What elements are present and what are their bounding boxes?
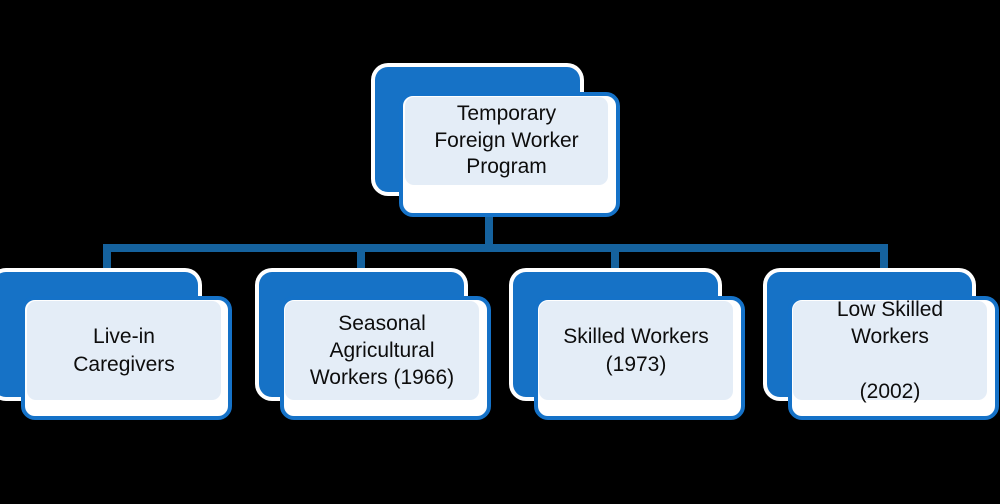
node-seasonal-agricultural-workers[interactable]: Seasonal Agricultural Workers (1966) — [259, 272, 495, 424]
node-temporary-foreign-worker-program[interactable]: Temporary Foreign Worker Program — [375, 67, 620, 217]
node-label: Low Skilled Workers (2002) — [836, 297, 944, 403]
node-label: Seasonal Agricultural Workers (1966) — [309, 311, 455, 390]
node-text-panel: Temporary Foreign Worker Program — [405, 97, 608, 185]
connector-drop-child-1 — [103, 244, 111, 278]
node-low-skilled-workers[interactable]: Low Skilled Workers (2002) — [767, 272, 1000, 424]
node-text-panel: Live-in Caregivers — [27, 301, 221, 400]
node-label: Live-in Caregivers — [73, 325, 175, 376]
node-label: Skilled Workers (1973) — [563, 325, 709, 376]
connector-drop-child-4 — [880, 244, 888, 278]
node-text-panel: Skilled Workers (1973) — [539, 301, 733, 400]
node-live-in-caregivers[interactable]: Live-in Caregivers — [0, 272, 235, 424]
connector-drop-child-2 — [357, 244, 365, 278]
node-text-panel: Low Skilled Workers (2002) — [793, 298, 987, 403]
node-label: Temporary Foreign Worker Program — [434, 101, 579, 179]
connector-drop-child-3 — [611, 244, 619, 278]
node-skilled-workers[interactable]: Skilled Workers (1973) — [513, 272, 749, 424]
connector-horizontal-bus — [103, 244, 888, 252]
connector-root-stem — [485, 207, 493, 252]
node-text-panel: Seasonal Agricultural Workers (1966) — [285, 301, 479, 400]
